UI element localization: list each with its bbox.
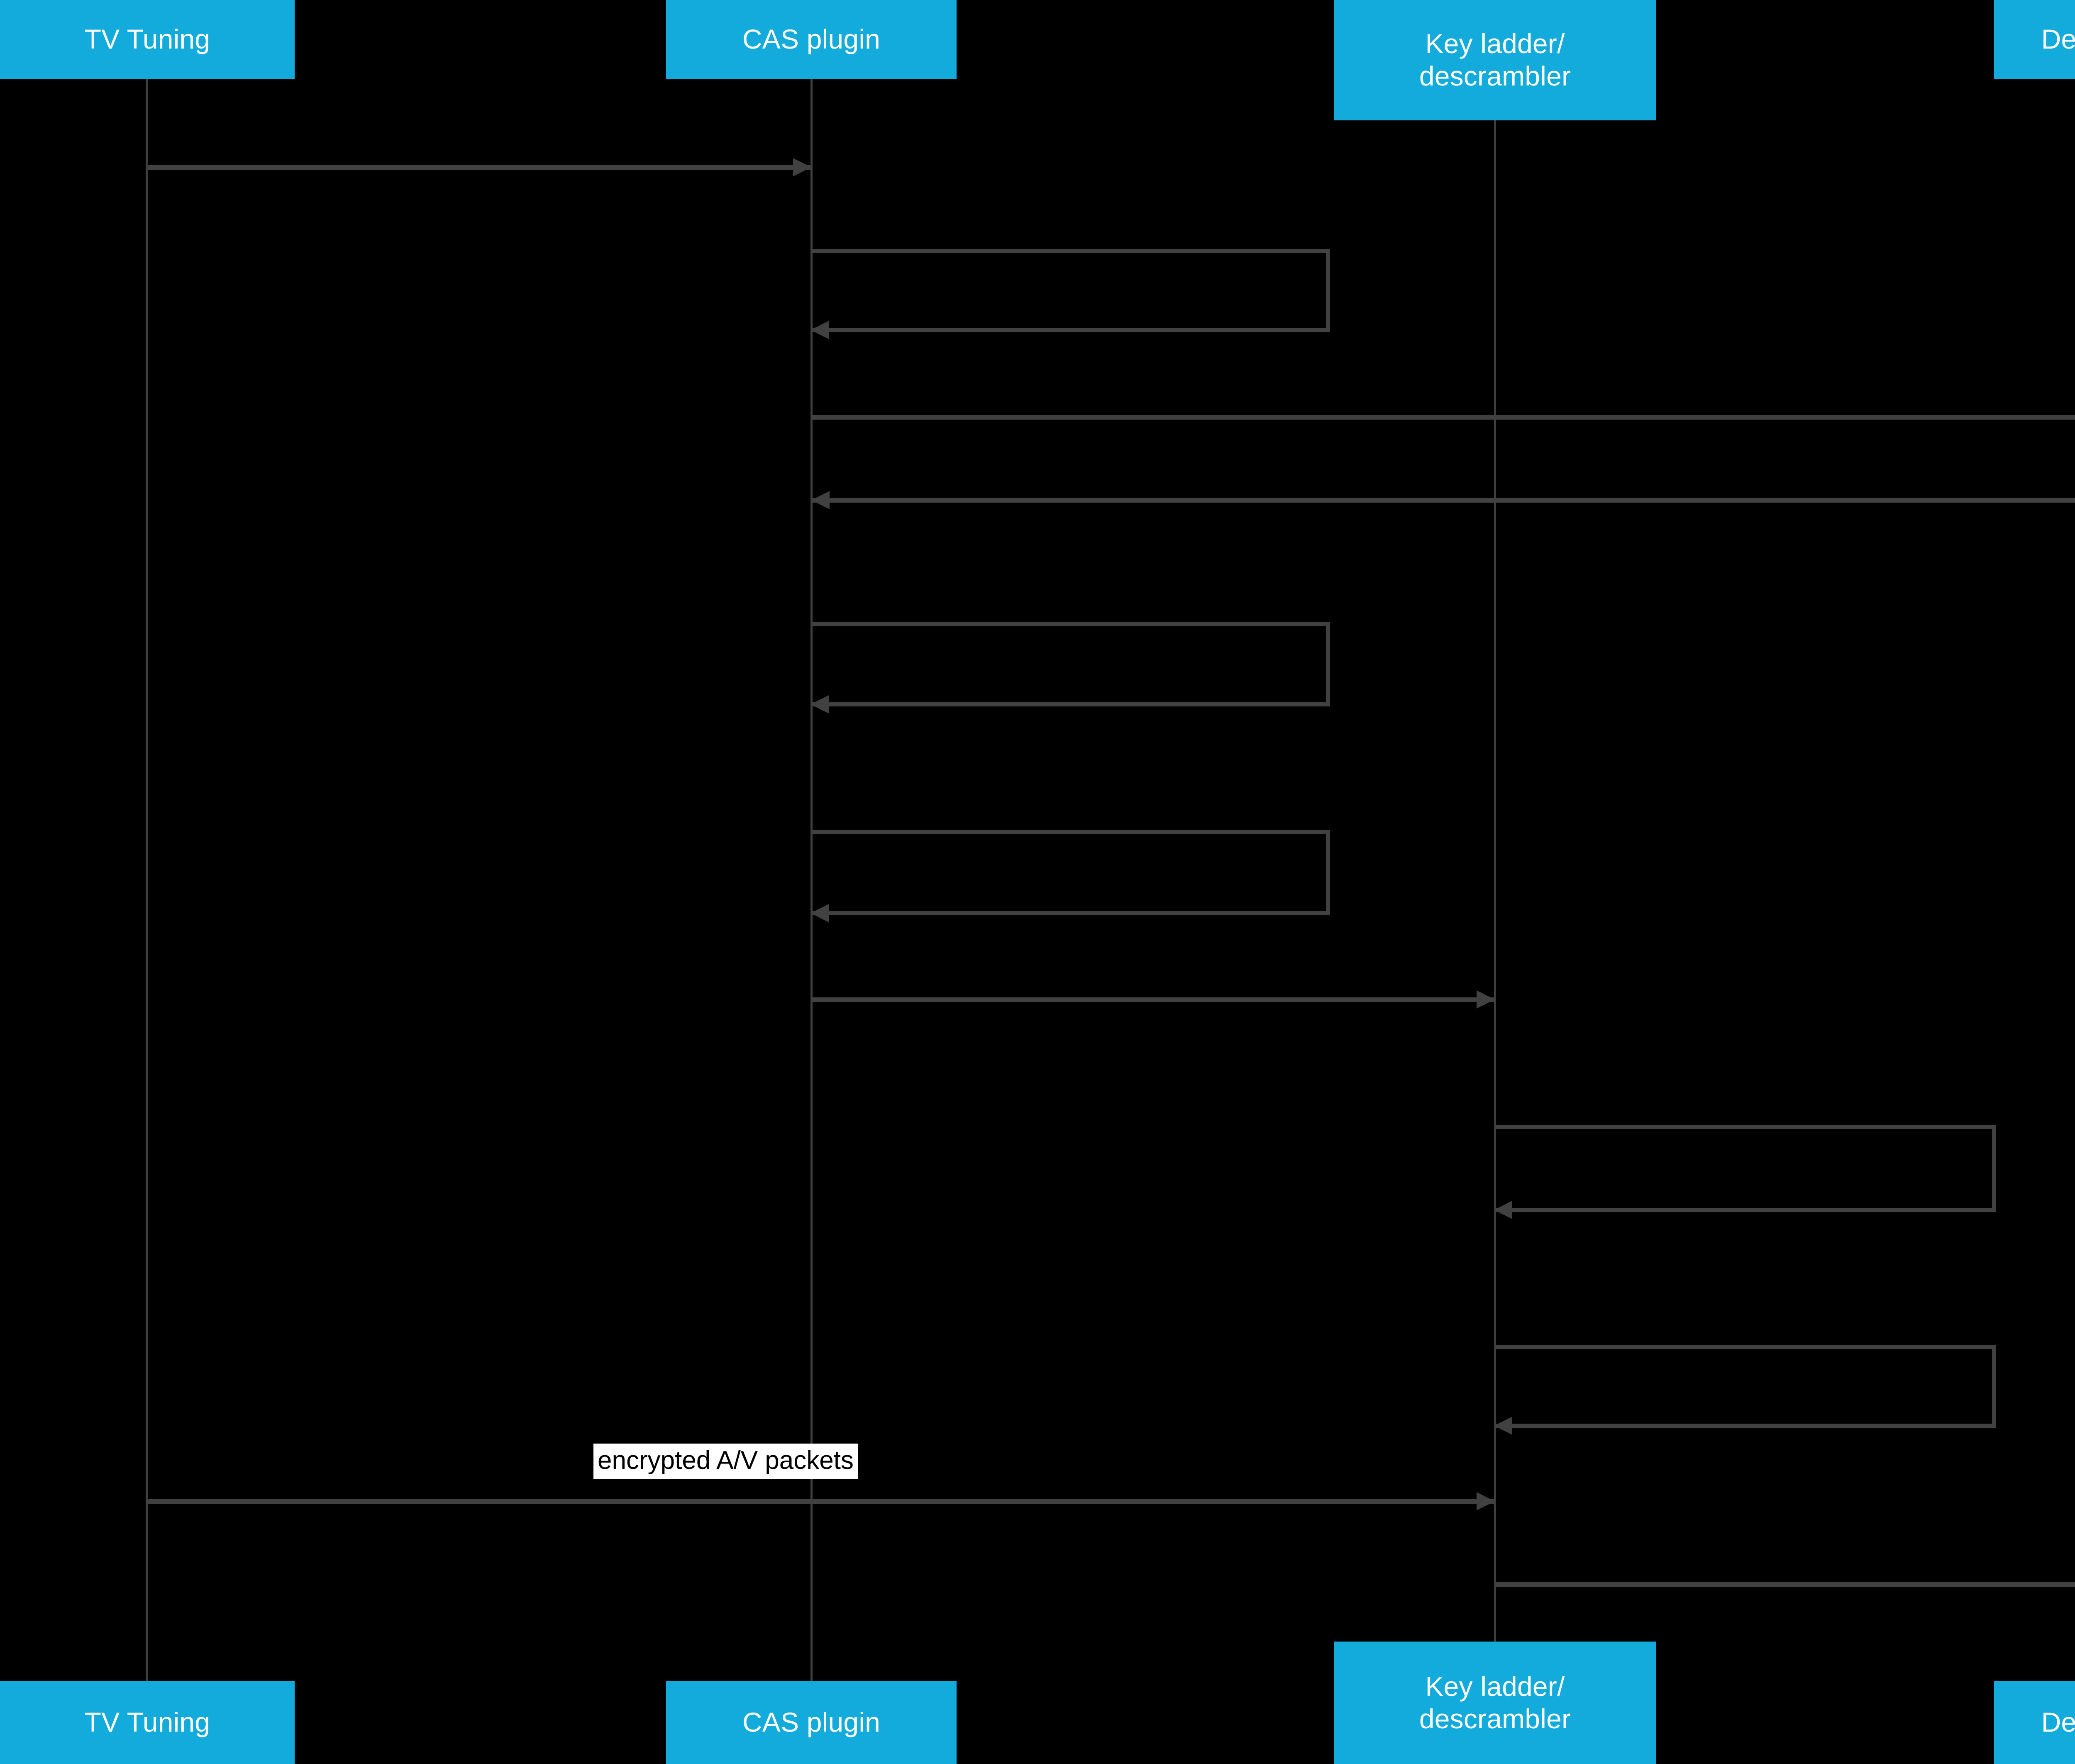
self-message-top-segment [811,249,1330,253]
message-shaft [811,415,2075,420]
self-message-top-segment [811,830,1330,834]
self-message-bottom-segment [811,911,1330,915]
self-message-msg-8 [1494,1125,1996,1219]
arrowhead-left-icon [810,695,829,713]
lifeline-key-ladder-descrambler [1494,120,1496,1642]
participant-label: CAS plugin [742,1707,881,1738]
message-shaft [1495,1582,2075,1587]
participant-footer-decode-display[interactable]: Decode, display [1994,1681,2075,1764]
participant-label: TV Tuning [84,1707,210,1738]
participant-footer-key-ladder-descrambler[interactable]: Key ladder/ descrambler [1334,1642,1656,1764]
self-message-right-segment [1992,1125,1996,1212]
self-message-right-segment [1326,830,1330,915]
message-shaft [811,498,2075,503]
participant-header-decode-display[interactable]: Decode, display [1994,0,2075,79]
message-label-msg-10: encrypted A/V packets [593,1444,858,1479]
self-message-bottom-segment [811,328,1330,332]
self-message-msg-2 [810,249,1330,339]
arrowhead-right-icon [1477,990,1495,1009]
arrowhead-left-icon [810,321,829,339]
self-message-right-segment [1326,249,1330,332]
self-message-top-segment [1495,1125,1996,1129]
participant-header-key-ladder-descrambler[interactable]: Key ladder/ descrambler [1334,0,1656,120]
lifeline-cas-plugin [810,79,813,1681]
lifeline-tv-tuning [146,79,148,1681]
participant-label: TV Tuning [84,24,210,55]
self-message-msg-9 [1494,1345,1996,1435]
participant-label: Key ladder/ descrambler [1419,1671,1571,1734]
self-message-top-segment [811,622,1330,626]
self-message-msg-5 [810,622,1330,713]
message-shaft [146,165,811,170]
participant-footer-cas-plugin[interactable]: CAS plugin [666,1681,957,1764]
participant-header-tv-tuning[interactable]: TV Tuning [0,0,295,79]
participant-header-cas-plugin[interactable]: CAS plugin [666,0,957,79]
self-message-msg-6 [810,830,1330,922]
arrowhead-left-icon [1494,1201,1512,1219]
self-message-bottom-segment [1495,1424,1996,1428]
message-shaft [146,1499,1495,1504]
participant-label: Decode, display [2041,1707,2075,1738]
self-message-bottom-segment [1495,1208,1996,1212]
arrowhead-right-icon [1477,1492,1495,1510]
arrowhead-left-icon [810,904,829,922]
self-message-right-segment [1326,622,1330,706]
self-message-bottom-segment [811,702,1330,706]
message-shaft [811,997,1495,1002]
arrowhead-left-icon [1494,1417,1512,1435]
self-message-right-segment [1992,1345,1996,1428]
self-message-top-segment [1495,1345,1996,1349]
arrowhead-left-icon [811,491,830,509]
participant-label: Key ladder/ descrambler [1419,28,1571,91]
participant-footer-tv-tuning[interactable]: TV Tuning [0,1681,295,1764]
arrowhead-right-icon [793,158,811,176]
participant-label: Decode, display [2041,24,2075,55]
participant-label: CAS plugin [742,24,881,55]
